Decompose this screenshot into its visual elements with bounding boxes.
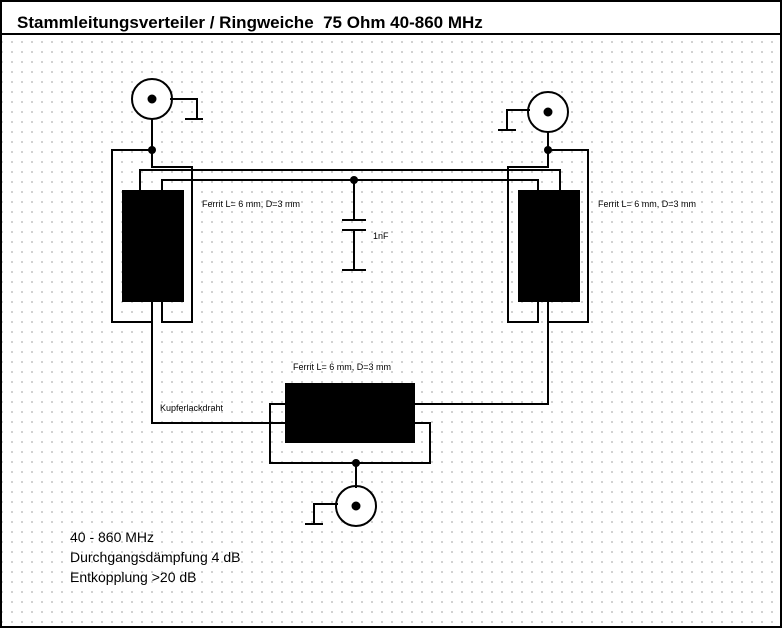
label-ferrite-right: Ferrit L= 6 mm, D=3 mm (598, 199, 696, 209)
coax-connector-top-right (498, 91, 569, 133)
winding-right (354, 132, 589, 323)
label-ferrite-left: Ferrit L= 6 mm, D=3 mm (202, 199, 300, 209)
spec-line-isolation: Entkopplung >20 dB (70, 569, 197, 585)
winding-left (111, 119, 354, 323)
junction-dot (544, 146, 552, 154)
junction-dot (350, 176, 358, 184)
winding-bottom (269, 403, 431, 488)
spec-line-attenuation: Durchgangsdämpfung 4 dB (70, 549, 241, 565)
label-capacitor: 1nF (373, 231, 389, 241)
capacitor (342, 180, 366, 271)
ferrite-core-left (122, 190, 184, 302)
junction-dot (352, 459, 360, 467)
title-bar: Stammleitungsverteiler / Ringweiche 75 O… (2, 2, 780, 35)
label-ferrite-bottom: Ferrit L= 6 mm, D=3 mm (293, 362, 391, 372)
ferrite-core-bottom (285, 383, 415, 443)
junction-dot (148, 146, 156, 154)
coax-connector-bottom (305, 485, 377, 527)
label-wire: Kupferlackdraht (160, 403, 224, 413)
spec-line-frequency: 40 - 860 MHz (70, 529, 155, 545)
coax-connector-top-left (131, 78, 203, 120)
ferrite-core-right (518, 190, 580, 302)
copper-wire (151, 322, 549, 424)
page-title: Stammleitungsverteiler / Ringweiche 75 O… (17, 13, 483, 32)
